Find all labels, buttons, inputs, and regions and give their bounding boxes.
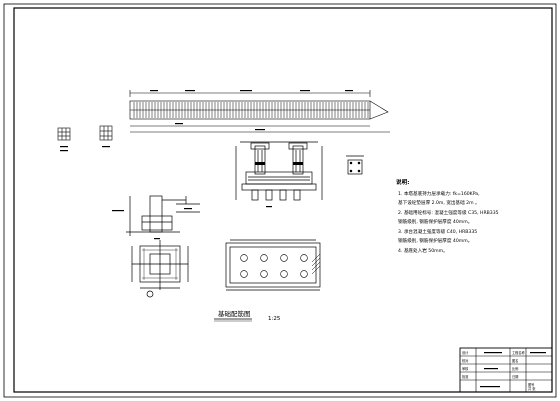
notes-line-5: 3. 承台混凝土强度等级 C40, HRB335	[398, 228, 477, 235]
notes-line-2: 基下设砼垫层厚 2.0m, 宽出基础 2m 。	[398, 199, 480, 206]
tb-cell-7: 比例	[512, 366, 518, 371]
strip-dim-labels	[150, 90, 353, 131]
pile-hatch	[311, 253, 321, 275]
tb-cell-4: 批准	[462, 374, 469, 379]
notes-line-6: 钢筋级别, 钢筋保护层厚度 40mm。	[398, 237, 472, 244]
tb-cell-2: 校对	[462, 358, 469, 363]
column-section	[126, 195, 200, 236]
inner-border	[13, 7, 553, 393]
sheet-title: 基础配筋图	[218, 309, 251, 318]
notes-line-1: 1. 本塔基底持力层承载力: fk=160KPa,	[398, 190, 480, 197]
tb-cell-9: 图号	[528, 382, 534, 387]
notes-line-7: 4. 基底处入岩 50mm。	[398, 247, 448, 254]
tb-cell-6: 图名	[512, 358, 518, 363]
outer-border	[3, 3, 557, 398]
legend-labels	[60, 146, 110, 152]
pile-cap-plan	[225, 239, 321, 291]
title-block-scribbles	[480, 352, 546, 388]
tb-cell-1: 设计	[462, 350, 469, 355]
tb-cell-3: 审核	[462, 366, 469, 371]
pier-section-label	[266, 206, 272, 208]
sheet-scale: 1:25	[268, 316, 281, 322]
notes-heading: 说明:	[396, 178, 409, 186]
plan-rebar	[142, 248, 178, 280]
pile-circles	[240, 254, 308, 278]
legend-grids	[57, 125, 113, 141]
column-labels	[112, 208, 192, 240]
tb-cell-10: 共 张	[528, 386, 536, 391]
title-block-text: 设计 校对 审核 批准 工程名称 图名 比例 日期 图号 共 张	[462, 350, 536, 391]
strip-elevation	[129, 90, 390, 133]
tb-cell-8: 日期	[512, 374, 518, 379]
notes-line-4: 钢筋级别, 钢筋保护层厚度 40mm。	[398, 218, 472, 225]
tb-cell-5: 工程名称	[512, 350, 526, 355]
title-block	[459, 347, 553, 393]
pier-section	[235, 141, 323, 201]
bar-detail	[346, 155, 364, 175]
foundation-plan-left	[131, 240, 189, 298]
pier-hatch	[255, 162, 303, 165]
notes-line-3: 2. 基础用砼标号: 混凝土强度等级 C35, HRB335	[398, 209, 499, 216]
